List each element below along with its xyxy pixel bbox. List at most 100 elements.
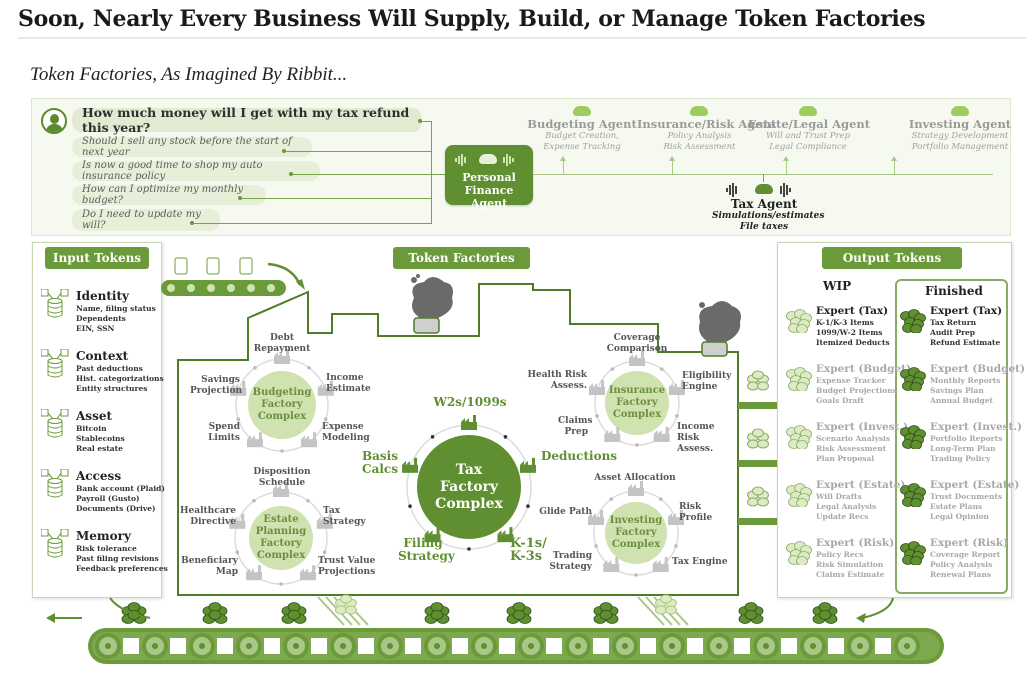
- output-tokens-title: Output Tokens: [822, 247, 962, 269]
- insurance-complex-label: Complex: [612, 409, 662, 420]
- output-token-detail-line: Claims Estimate: [816, 570, 885, 579]
- token-stack-icon: [738, 602, 764, 624]
- factory-icon: [589, 380, 606, 396]
- main-conveyor-belt: [88, 628, 944, 664]
- input-token-detail-line: Risk tolerance: [76, 544, 137, 553]
- database-icon: [41, 349, 69, 378]
- budgeting-agent-node: Budgeting Agent Budget Creation, Expense…: [527, 105, 637, 153]
- output-token-title: Expert (Estate): [930, 479, 1020, 491]
- insurance-node-label: Claims Prep: [558, 416, 593, 437]
- tax-complex-label: Complex: [435, 495, 503, 512]
- gear-icon: [894, 633, 920, 659]
- token-stack-icon: [786, 483, 812, 507]
- output-token-detail-line: Refund Estimate: [930, 338, 1001, 347]
- input-token-title: Memory: [76, 529, 131, 543]
- output-token-detail-line: Itemized Deducts: [816, 338, 890, 347]
- input-token-detail-line: Stablecoins: [76, 434, 125, 443]
- input-tokens-title: Input Tokens: [45, 247, 149, 269]
- output-token-detail-line: Update Recs: [816, 512, 869, 521]
- question-text: Is now a good time to shop my auto insur…: [82, 160, 263, 182]
- estate-node-label: Tax Strategy: [323, 506, 366, 527]
- token-stack-icon: [121, 602, 147, 624]
- output-token-title: Expert (Tax): [816, 305, 889, 317]
- output-chute: [317, 596, 689, 626]
- estate-complex-label: Planning: [255, 526, 307, 537]
- input-token-detail-line: Dependents: [76, 314, 126, 323]
- gear-icon: [659, 633, 703, 659]
- estate-legal-agent-node: Estate/Legal Agent Will and Trust Prep L…: [748, 105, 870, 153]
- factory-icon: [668, 380, 685, 396]
- smokestack-icon: [699, 301, 741, 357]
- gear-icon: [847, 633, 891, 659]
- token-stack-icon: [593, 602, 619, 624]
- token-stack-icon: [900, 541, 926, 565]
- output-token-detail-line: K-1/K-3 Items: [816, 318, 874, 327]
- output-token-title: Expert (Estate): [816, 479, 906, 491]
- tax-node-label: Deductions: [541, 449, 618, 463]
- factory-icon: [461, 415, 477, 430]
- investing-node-label: Trading Strategy: [549, 551, 592, 572]
- question-bubble: Is now a good time to shop my auto insur…: [72, 160, 320, 182]
- token-stack-icon: [202, 602, 228, 624]
- input-token-detail-line: Feedback preferences: [76, 564, 168, 573]
- output-tokens-panel: Output Tokens WIP Finished Expert (Tax)K…: [777, 242, 1025, 598]
- question-text: Should I sell any stock before the start…: [82, 136, 292, 158]
- frog-icon: [755, 184, 773, 194]
- page-title: Soon, Nearly Every Business Will Supply,…: [18, 6, 926, 32]
- estate-complex-label: Factory: [260, 538, 302, 549]
- insurance-complex-circle: [605, 371, 669, 435]
- investing-node-label: Tax Engine: [672, 557, 728, 567]
- token-stack-icon: [900, 483, 926, 507]
- output-token-title: Expert (Invest.): [930, 421, 1023, 433]
- personal-finance-agent-node: Personal Finance Agent: [445, 145, 533, 210]
- output-token-detail-line: Will Drafts: [816, 492, 862, 501]
- gear-icon: [330, 633, 374, 659]
- frog-icon: [479, 154, 497, 164]
- insurance-factory-complex: [589, 351, 685, 447]
- token-stack-icon: [506, 602, 532, 624]
- tax-node-label: K-1s/ K-3s: [510, 536, 547, 564]
- gear-icon: [236, 633, 280, 659]
- investing-factory-complex: [588, 481, 684, 577]
- tax-agent-node: Tax Agent Simulations/estimates File tax…: [712, 181, 824, 233]
- budgeting-complex-label: Budgeting: [252, 387, 312, 398]
- database-icon: [41, 409, 69, 438]
- smokestack-icon: [411, 274, 453, 334]
- output-token-detail-line: Savings Plan: [930, 386, 984, 395]
- input-token-detail-line: Entity structures: [76, 384, 148, 393]
- factory-icon: [300, 565, 317, 581]
- wip-column-header: WIP: [823, 279, 852, 293]
- input-token-detail-line: Hist. categorizations: [76, 374, 164, 383]
- factory-icon: [273, 482, 289, 497]
- tax-complex-circle: [417, 435, 521, 539]
- agent-name: Finance Agent: [464, 184, 514, 210]
- budgeting-factory-complex: [230, 349, 334, 453]
- investing-complex-label: Factory: [615, 527, 657, 538]
- output-token-title: Expert (Tax): [930, 305, 1003, 317]
- factory-icon: [629, 351, 645, 366]
- insurance-node-label: Income Risk Assess.: [677, 422, 715, 454]
- question-bubble-primary: How much money will I get with my tax re…: [72, 105, 422, 135]
- factory-icon: [230, 380, 247, 396]
- tax-node-label: Basis Calcs: [362, 449, 398, 476]
- question-bubble: Should I sell any stock before the start…: [72, 136, 312, 158]
- insurance-node-label: Coverage Comparison: [606, 333, 668, 354]
- input-token-detail-line: Bitcoin: [76, 424, 107, 433]
- tax-complex-label: Factory: [439, 478, 499, 495]
- tax-node-label: W2s/1099s: [433, 395, 507, 409]
- output-token-detail-line: Legal Analysis: [816, 502, 877, 511]
- input-token-detail-line: Documents (Drive): [76, 504, 156, 513]
- output-token-detail-line: Long-Term Plan: [930, 444, 996, 453]
- input-token-detail-line: Past filing revisions: [76, 554, 159, 563]
- output-token-detail-line: Audit Prep: [930, 328, 976, 337]
- input-token-detail-line: Past deductions: [76, 364, 143, 373]
- gear-icon: [142, 633, 186, 659]
- output-token-detail-line: Monthly Reports: [930, 376, 1001, 385]
